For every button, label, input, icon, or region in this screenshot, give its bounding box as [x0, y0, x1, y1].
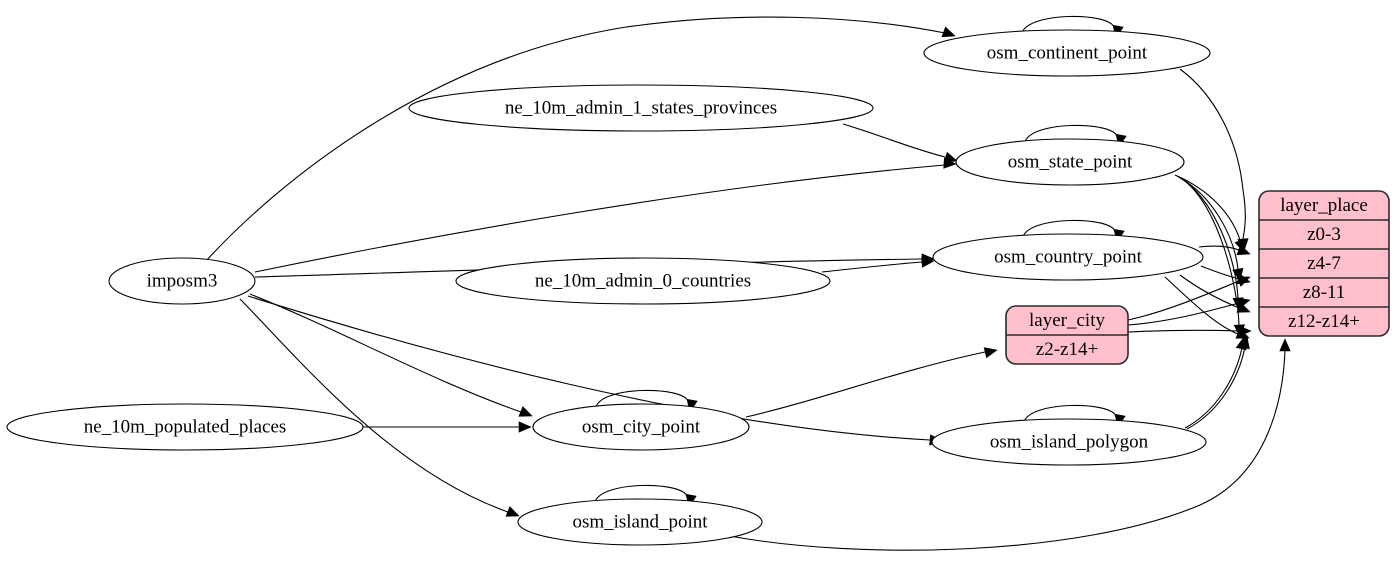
edge-layer_city-to-layer_place — [1127, 297, 1251, 326]
record-node-layer_place[interactable]: layer_place z0-3 z4-7 z8-11 z12-z14+ — [1258, 190, 1390, 337]
node-label-ne_places: ne_10m_populated_places — [84, 416, 287, 437]
record-row-layer_place-0[interactable]: z0-3 — [1307, 224, 1341, 245]
edge-ne_states-to-osm_state_point — [842, 123, 958, 163]
node-imposm3[interactable]: imposm3 — [108, 257, 256, 305]
node-ne_countries[interactable]: ne_10m_admin_0_countries — [455, 257, 831, 305]
node-label-imposm3: imposm3 — [147, 270, 218, 291]
node-label-ne_states: ne_10m_admin_1_states_provinces — [505, 97, 777, 118]
node-label-osm_continent_point: osm_continent_point — [987, 42, 1148, 63]
node-ne_places[interactable]: ne_10m_populated_places — [6, 403, 364, 451]
edge-imposm3-to-osm_island_point — [239, 298, 520, 517]
records-layer: layer_place z0-3 z4-7 z8-11 z12-z14+ layer_ci… — [1005, 190, 1390, 365]
edge-osm_city_point-to-layer_city — [745, 347, 998, 418]
node-osm_country_point[interactable]: osm_country_point — [932, 233, 1204, 281]
edge-ne_countries-to-osm_country_point — [821, 256, 935, 273]
node-osm_city_point[interactable]: osm_city_point — [532, 403, 750, 451]
edge-layer_city-to-layer_place — [1127, 325, 1252, 337]
record-row-layer_place-3[interactable]: z12-z14+ — [1288, 311, 1360, 332]
record-title-layer_place: layer_place — [1280, 195, 1368, 216]
edge-osm_state_point-to-layer_place — [1174, 174, 1246, 253]
edge-imposm3-to-osm_city_point — [249, 293, 533, 417]
node-osm_island_polygon[interactable]: osm_island_polygon — [931, 418, 1207, 466]
edge-osm_island_polygon-to-layer_place — [1184, 336, 1247, 429]
edge-osm_island_point-to-layer_place — [729, 338, 1291, 551]
edge-imposm3-to-osm_continent_point — [204, 16, 956, 263]
node-label-osm_city_point: osm_city_point — [582, 416, 701, 437]
edge-osm_island_polygon-to-layer_place — [1186, 335, 1250, 430]
node-label-osm_country_point: osm_country_point — [994, 246, 1142, 267]
node-ne_states[interactable]: ne_10m_admin_1_states_provinces — [408, 84, 874, 132]
edge-layer_city-to-layer_place — [1127, 276, 1251, 321]
node-osm_continent_point[interactable]: osm_continent_point — [923, 29, 1211, 77]
node-label-osm_island_point: osm_island_point — [572, 511, 708, 532]
node-label-osm_state_point: osm_state_point — [1008, 151, 1133, 172]
record-row-layer_place-2[interactable]: z8-11 — [1303, 282, 1346, 303]
edge-imposm3-to-osm_state_point — [254, 157, 957, 273]
nodes-layer: imposm3 ne_10m_admin_1_states_provincesne… — [6, 29, 1211, 546]
record-row-layer_city-0[interactable]: z2-z14+ — [1036, 339, 1098, 360]
node-osm_island_point[interactable]: osm_island_point — [517, 498, 763, 546]
record-node-layer_city[interactable]: layer_city z2-z14+ — [1005, 305, 1129, 365]
node-osm_state_point[interactable]: osm_state_point — [955, 138, 1185, 186]
node-label-osm_island_polygon: osm_island_polygon — [990, 431, 1149, 452]
edge-osm_country_point-to-layer_place — [1198, 244, 1251, 256]
record-row-layer_place-1[interactable]: z4-7 — [1307, 253, 1341, 274]
edge-osm_country_point-to-layer_place — [1200, 265, 1251, 285]
node-label-ne_countries: ne_10m_admin_0_countries — [535, 270, 751, 291]
record-title-layer_city: layer_city — [1029, 310, 1105, 331]
edge-ne_places-to-osm_city_point — [363, 421, 532, 433]
